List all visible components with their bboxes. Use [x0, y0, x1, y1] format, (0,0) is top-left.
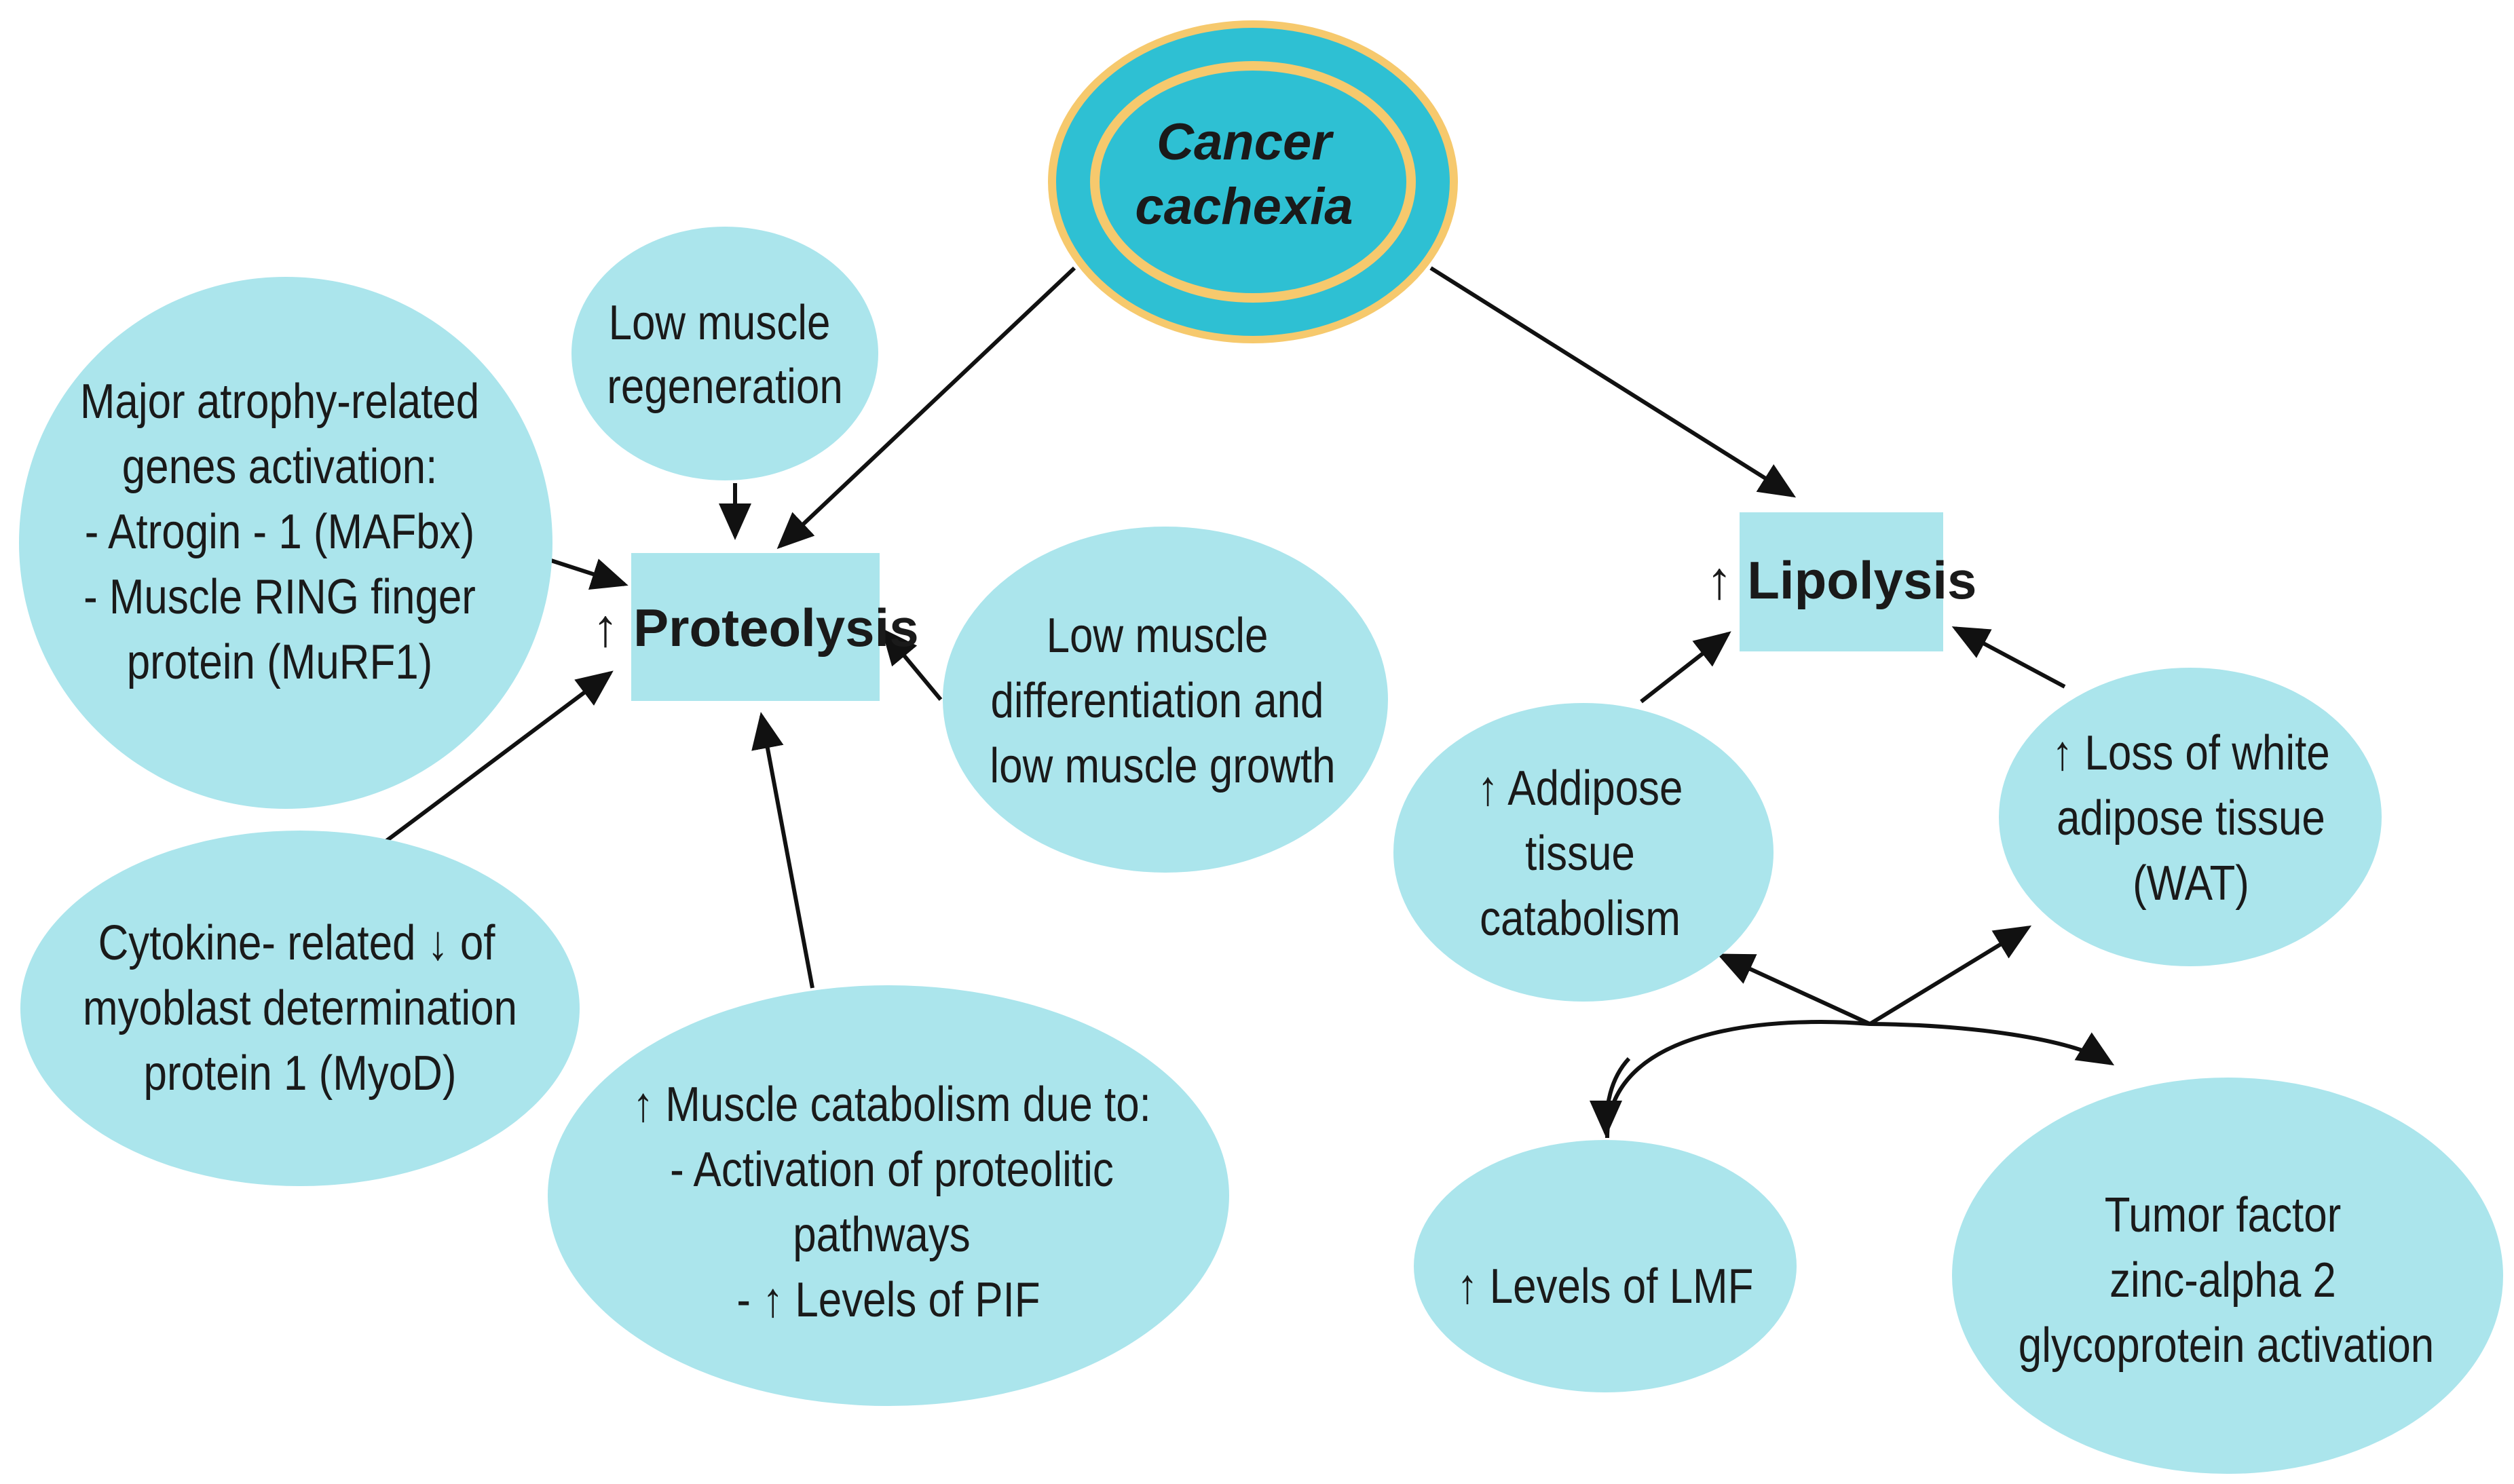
- cytokine-myod-line-2: myoblast determination: [83, 981, 517, 1035]
- adipose-catabolism-ellipse: [1393, 703, 1774, 1002]
- low-differentiation-ellipse: [943, 527, 1388, 873]
- atrophy-genes-line-4: - Muscle RING finger: [83, 570, 476, 624]
- lipolysis-rect: [1740, 512, 1943, 651]
- low-differentiation-line-3: low muscle growth: [990, 739, 1335, 793]
- low-differentiation-node: Low muscle differentiation and low muscl…: [943, 527, 1388, 873]
- cytokine-myod-line-3: protein 1 (MyoD): [144, 1046, 457, 1101]
- tumor-factor-line-2: zinc-alpha 2: [2109, 1253, 2336, 1308]
- edge-myod-to-proteolysis: [352, 670, 614, 868]
- atrophy-genes-line-1: Major atrophy-related: [80, 375, 479, 429]
- loss-wat-ellipse: [1999, 668, 2382, 966]
- edge-hub-curve: [1605, 1020, 2115, 1139]
- center-label-line-2: cachexia: [1135, 178, 1353, 235]
- cytokine-myod-node: Cytokine- related ↓ of myoblast determin…: [20, 831, 580, 1186]
- proteolysis-label: ↑ Proteolysis: [592, 598, 918, 658]
- low-differentiation-line-1: Low muscle: [1047, 609, 1269, 663]
- muscle-catabolism-line-4: - ↑ Levels of PIF: [736, 1273, 1040, 1327]
- center-label-line-1: Cancer: [1157, 113, 1334, 171]
- edge-catabolism-to-proteolysis: [751, 712, 814, 989]
- cytokine-myod-ellipse: [20, 831, 580, 1186]
- edge-wat-to-lipolysis: [1951, 626, 2066, 689]
- loss-wat-line-3: (WAT): [2133, 856, 2249, 911]
- edges: [352, 266, 2115, 1139]
- edge-adipose-to-lipolysis: [1640, 631, 1731, 704]
- muscle-catabolism-line-2: - Activation of proteolitic: [670, 1143, 1114, 1197]
- tumor-factor-node: Tumor factor zinc-alpha 2 glycoprotein a…: [1952, 1078, 2503, 1474]
- tumor-factor-line-1: Tumor factor: [2105, 1188, 2342, 1242]
- low-regeneration-node: Low muscle regeneration: [571, 227, 878, 480]
- tumor-factor-line-3: glycoprotein activation: [2019, 1318, 2434, 1373]
- adipose-catabolism-line-3: catabolism: [1480, 892, 1681, 946]
- lmf-ellipse: [1414, 1140, 1797, 1392]
- atrophy-genes-node: Major atrophy-related genes activation: …: [19, 277, 552, 809]
- lmf-node: ↑ Levels of LMF: [1414, 1140, 1797, 1392]
- loss-wat-line-1: ↑ Loss of white: [2052, 726, 2329, 780]
- muscle-catabolism-line-3: pathways: [793, 1208, 970, 1262]
- low-regeneration-line-1: Low muscle: [609, 296, 831, 350]
- proteolysis-box: ↑ Proteolysis: [592, 553, 919, 701]
- lipolysis-label: ↑ Lipolysis: [1706, 550, 1977, 610]
- adipose-catabolism-line-1: ↑ Addipose: [1478, 761, 1683, 816]
- atrophy-genes-line-3: - Atrogin - 1 (MAFbx): [85, 505, 474, 559]
- edge-hub-to-lmf: [1590, 1057, 1631, 1137]
- loss-wat-node: ↑ Loss of white adipose tissue (WAT): [1999, 668, 2382, 966]
- adipose-catabolism-node: ↑ Addipose tissue catabolism: [1393, 703, 1774, 1002]
- loss-wat-line-2: adipose tissue: [2057, 791, 2325, 845]
- atrophy-genes-ellipse: [19, 277, 552, 809]
- adipose-catabolism-line-2: tissue: [1525, 826, 1635, 881]
- edge-hub-to-adipose: [1716, 953, 1871, 1026]
- edge-hub-to-wat: [1869, 925, 2032, 1026]
- edge-cachexia-to-lipolysis: [1429, 266, 1797, 498]
- muscle-catabolism-line-1: ↑ Muscle catabolism due to:: [633, 1078, 1151, 1132]
- low-regeneration-ellipse: [571, 227, 878, 480]
- cancer-cachexia-node: Cancer cachexia: [1048, 20, 1458, 343]
- edge-cachexia-to-proteolysis: [776, 266, 1076, 550]
- low-differentiation-line-2: differentiation and: [991, 674, 1324, 728]
- lmf-line-1: ↑ Levels of LMF: [1457, 1259, 1754, 1314]
- muscle-catabolism-ellipse: [548, 985, 1229, 1406]
- atrophy-genes-line-2: genes activation:: [122, 440, 438, 494]
- lipolysis-box: ↑ Lipolysis: [1706, 512, 1977, 651]
- atrophy-genes-line-5: protein (MuRF1): [127, 635, 433, 689]
- muscle-catabolism-node: ↑ Muscle catabolism due to: - Activation…: [548, 985, 1229, 1406]
- center-core: [1100, 71, 1406, 293]
- cytokine-myod-line-1: Cytokine- related ↓ of: [98, 916, 495, 970]
- proteolysis-rect: [631, 553, 880, 701]
- edge-differentiation-to-proteolysis: [881, 628, 943, 701]
- edge-genes-to-proteolysis: [550, 558, 628, 590]
- tumor-factor-ellipse: [1952, 1078, 2503, 1474]
- low-regeneration-line-2: regeneration: [607, 360, 843, 414]
